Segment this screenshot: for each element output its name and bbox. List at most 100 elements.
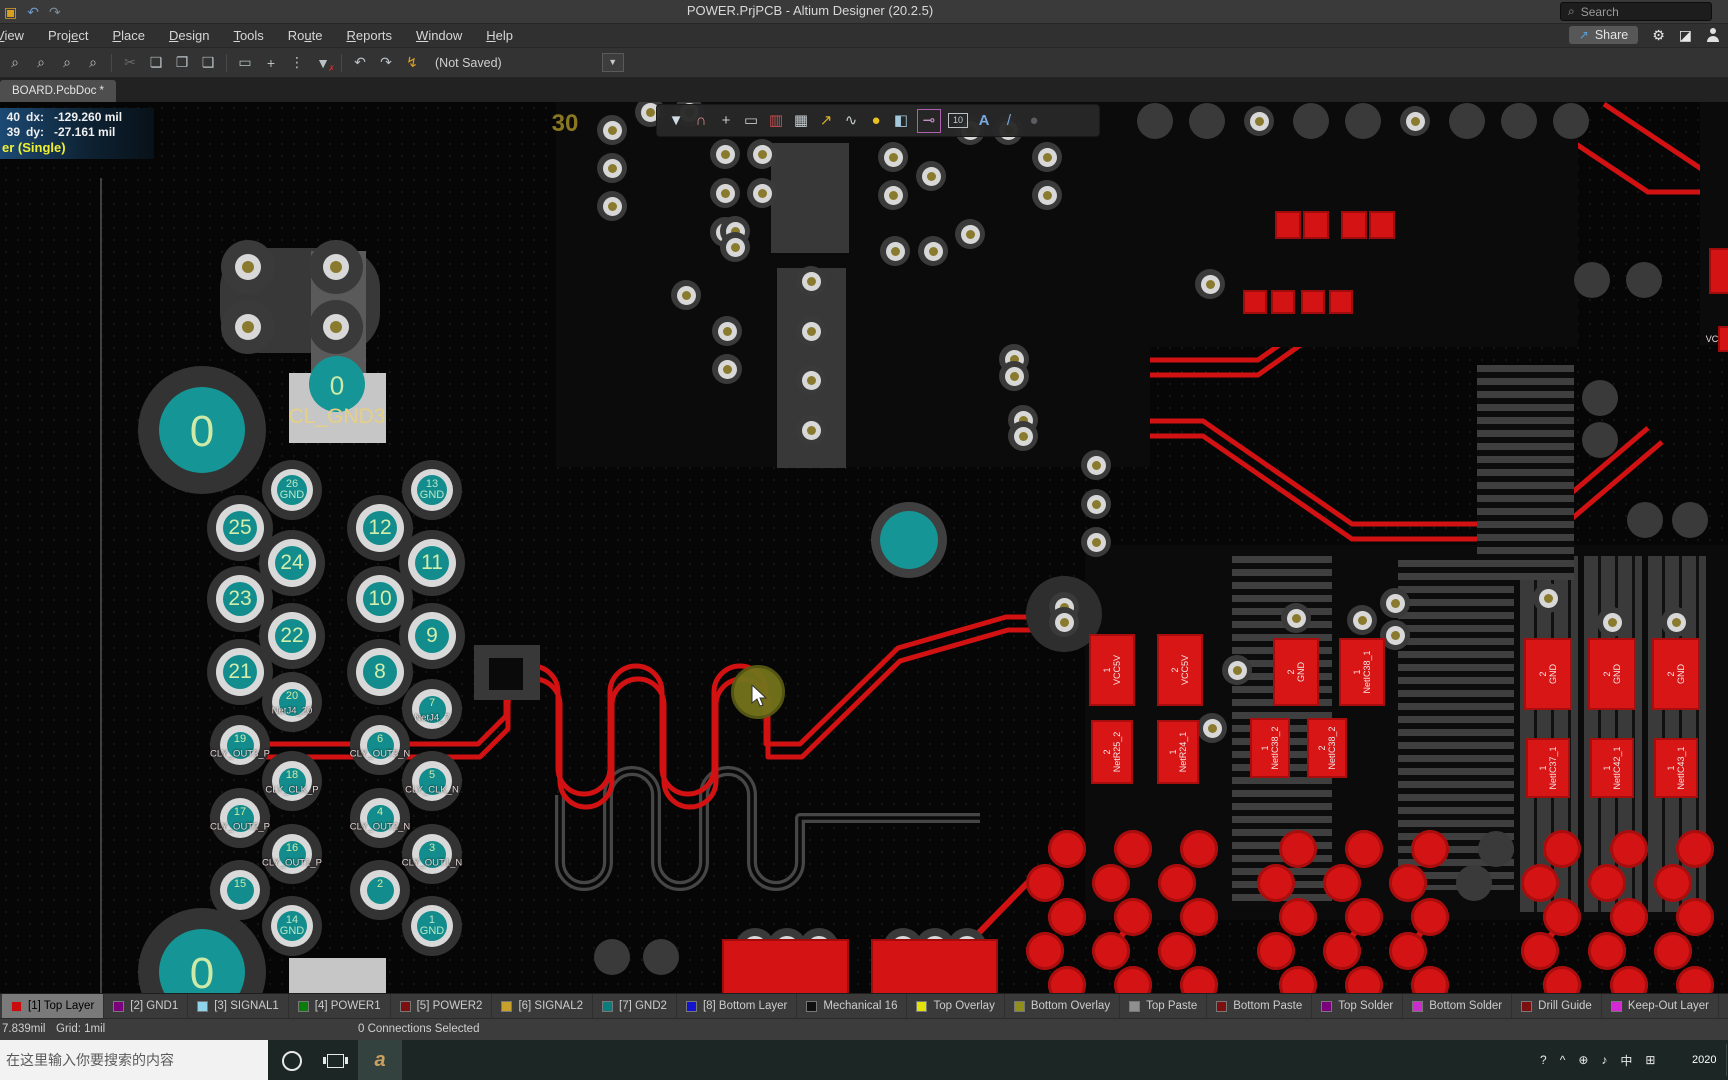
- via[interactable]: [645, 107, 655, 117]
- red-hole-pad[interactable]: [1610, 898, 1648, 936]
- via[interactable]: [1671, 617, 1681, 627]
- red-hole-pad[interactable]: [1180, 830, 1218, 868]
- via[interactable]: [806, 375, 816, 385]
- layer-tab[interactable]: Top Overlay: [907, 994, 1005, 1018]
- red-hole-pad[interactable]: [1180, 898, 1218, 936]
- tray-icon[interactable]: ♪: [1601, 1053, 1608, 1067]
- zoom-document-icon[interactable]: ⌕: [11, 54, 19, 70]
- gray-pad[interactable]: [1582, 422, 1618, 458]
- via[interactable]: [1410, 116, 1420, 126]
- menu-design[interactable]: Design: [168, 28, 210, 43]
- gray-pad[interactable]: [1478, 831, 1514, 867]
- menu-view[interactable]: View: [0, 28, 24, 43]
- redo-icon[interactable]: ↷: [380, 54, 392, 70]
- red-hole-pad[interactable]: [1092, 932, 1130, 970]
- wand-icon[interactable]: ↯: [406, 54, 418, 70]
- red-hole-pad[interactable]: [1521, 864, 1559, 902]
- pin-pad[interactable]: [363, 655, 397, 689]
- via[interactable]: [1091, 460, 1101, 470]
- smd-pad[interactable]: [1329, 290, 1353, 314]
- gray-pad[interactable]: [1626, 262, 1662, 298]
- red-hole-pad[interactable]: [1543, 966, 1581, 993]
- red-hole-pad[interactable]: [1610, 966, 1648, 993]
- red-hole-pad[interactable]: [1092, 864, 1130, 902]
- red-hole-pad[interactable]: [1411, 966, 1449, 993]
- red-hole-pad[interactable]: [1411, 830, 1449, 868]
- red-hole-pad[interactable]: [1048, 830, 1086, 868]
- red-hole-pad[interactable]: [1114, 898, 1152, 936]
- tray-icon[interactable]: ⊕: [1578, 1053, 1589, 1067]
- more-icon[interactable]: ●: [1029, 111, 1039, 129]
- red-hole-pad[interactable]: [1257, 864, 1295, 902]
- via[interactable]: [1009, 354, 1019, 364]
- route-icon[interactable]: ↗: [819, 111, 833, 129]
- smd-pad[interactable]: [721, 939, 849, 993]
- clear-filter-icon[interactable]: ▼: [312, 55, 335, 73]
- red-hole-pad[interactable]: [1279, 898, 1317, 936]
- red-hole-pad[interactable]: [1345, 898, 1383, 936]
- layer-tab[interactable]: Keep-Out Layer: [1602, 994, 1720, 1018]
- spacing-icon[interactable]: ⋮: [290, 54, 304, 70]
- red-hole-pad[interactable]: [1521, 932, 1559, 970]
- undo-icon[interactable]: ↶: [27, 4, 39, 20]
- red-hole-pad[interactable]: [1411, 898, 1449, 936]
- layer-tab[interactable]: [3] SIGNAL1: [188, 994, 289, 1018]
- gray-pad[interactable]: [1456, 865, 1492, 901]
- pin-pad[interactable]: [277, 475, 307, 505]
- via[interactable]: [757, 188, 767, 198]
- zoom-selected-icon[interactable]: ⌕: [89, 54, 97, 70]
- red-hole-pad[interactable]: [1543, 830, 1581, 868]
- layer-tab[interactable]: [7] GND2: [593, 994, 677, 1018]
- layer-tab[interactable]: [1] Top Layer: [2, 994, 105, 1018]
- pin-pad[interactable]: [363, 582, 397, 616]
- pin-pad[interactable]: [278, 767, 306, 795]
- via[interactable]: [681, 290, 691, 300]
- pads-icon[interactable]: ▥: [768, 111, 784, 129]
- red-hole-pad[interactable]: [1588, 932, 1626, 970]
- redo-icon[interactable]: ↷: [48, 4, 61, 20]
- through-pad[interactable]: [159, 387, 245, 473]
- red-hole-pad[interactable]: [1676, 966, 1714, 993]
- menu-place[interactable]: Place: [112, 28, 145, 43]
- text-icon[interactable]: A: [978, 111, 990, 129]
- via[interactable]: [1390, 630, 1400, 640]
- via[interactable]: [1207, 723, 1217, 733]
- via[interactable]: [1059, 617, 1069, 627]
- via[interactable]: [730, 226, 740, 236]
- pin-pad[interactable]: [417, 911, 447, 941]
- select-region-icon[interactable]: ▭: [743, 111, 759, 129]
- paste-special-icon[interactable]: ❑: [201, 54, 215, 70]
- via[interactable]: [722, 364, 732, 374]
- red-hole-pad[interactable]: [1389, 864, 1427, 902]
- settings-icon[interactable]: ⚙: [1652, 26, 1665, 43]
- magnet-icon[interactable]: ∩: [695, 111, 707, 129]
- user-account-icon[interactable]: [1706, 28, 1720, 42]
- menu-reports[interactable]: Reports: [346, 28, 393, 43]
- through-pad[interactable]: [309, 356, 365, 412]
- layer-tab[interactable]: [5] POWER2: [391, 994, 493, 1018]
- via[interactable]: [242, 261, 254, 273]
- line-icon[interactable]: /: [1006, 111, 1012, 129]
- pin-pad[interactable]: [418, 767, 446, 795]
- red-hole-pad[interactable]: [1654, 932, 1692, 970]
- red-hole-pad[interactable]: [1323, 932, 1361, 970]
- select-area-icon[interactable]: ▭: [238, 54, 252, 70]
- menu-help[interactable]: Help: [486, 28, 514, 43]
- dimension-icon[interactable]: 10: [948, 113, 968, 128]
- share-button[interactable]: ↗ Share: [1568, 26, 1639, 44]
- undo-icon[interactable]: ↶: [354, 54, 366, 70]
- smd-pad[interactable]: [1341, 211, 1367, 239]
- tray-icon[interactable]: 中: [1620, 1053, 1633, 1068]
- red-hole-pad[interactable]: [1676, 898, 1714, 936]
- tray-icon[interactable]: ?: [1540, 1053, 1547, 1067]
- red-hole-pad[interactable]: [1026, 932, 1064, 970]
- gray-pad[interactable]: [1293, 103, 1329, 139]
